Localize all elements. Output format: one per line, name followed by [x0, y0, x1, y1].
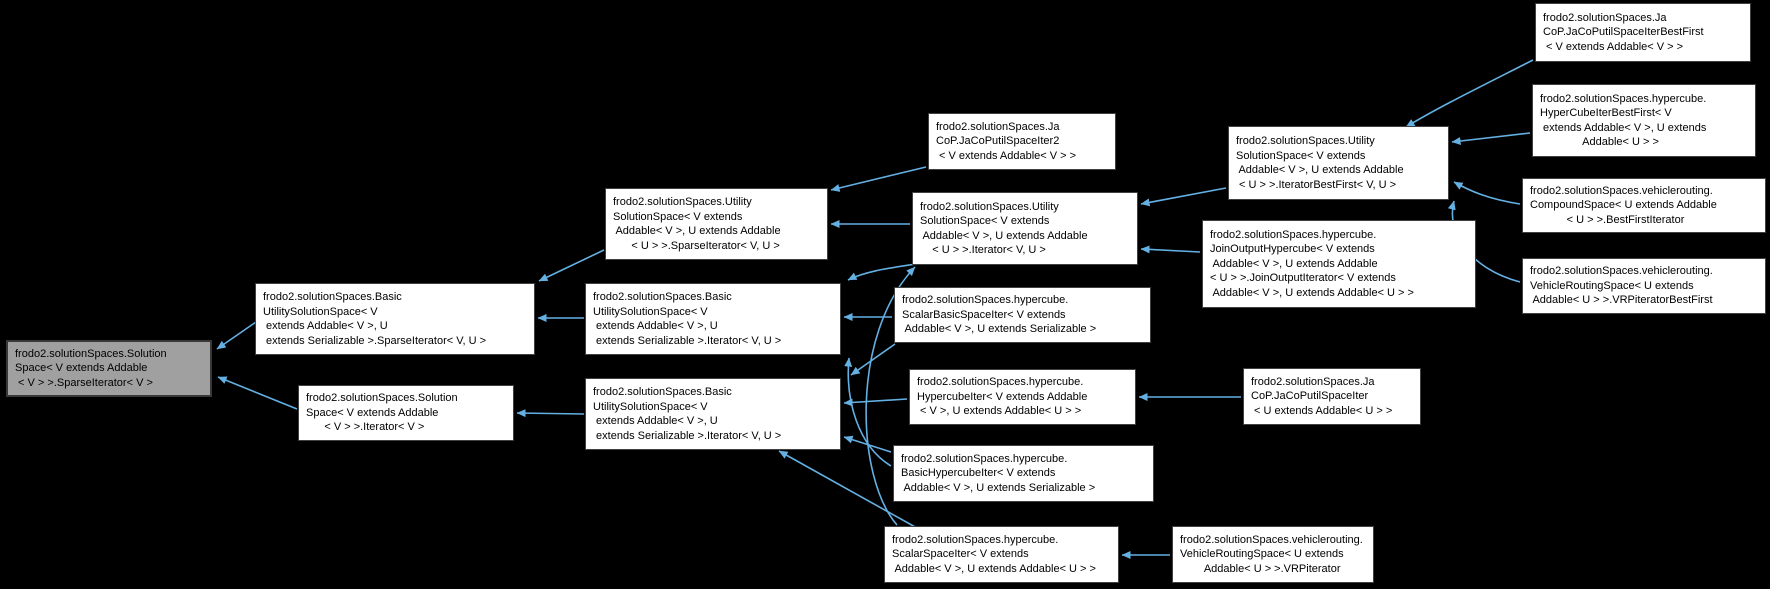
inherits-arrow-basic-utility-sparse-iterator-to-solution-space-sparse-iterator	[216, 321, 257, 350]
class-node-label: frodo2.solutionSpaces.hypercube. ScalarS…	[892, 533, 1096, 575]
inherits-arrow-basic-utility-iterator-2-to-solution-space-iterator	[516, 409, 585, 418]
inherits-arrow-basic-hypercube-iter-to-basic-utility-iterator-1	[844, 357, 892, 467]
class-node-jacop-util-space-iter[interactable]: frodo2.solutionSpaces.Ja CoP.JaCoPutilSp…	[1243, 368, 1421, 425]
class-node-vrp-iterator-best-first[interactable]: frodo2.solutionSpaces.vehiclerouting. Ve…	[1522, 258, 1766, 314]
class-node-utility-iterator[interactable]: frodo2.solutionSpaces.Utility SolutionSp…	[912, 192, 1138, 265]
class-node-label: frodo2.solutionSpaces.hypercube. BasicHy…	[901, 452, 1096, 494]
class-node-label: frodo2.solutionSpaces.hypercube. ScalarB…	[902, 294, 1097, 336]
class-node-label: frodo2.solutionSpaces.Basic UtilitySolut…	[593, 386, 782, 442]
class-node-label: frodo2.solutionSpaces.Ja CoP.JaCoPutilSp…	[1543, 11, 1704, 53]
class-node-label: frodo2.solutionSpaces.Utility SolutionSp…	[613, 196, 781, 252]
class-node-label: frodo2.solutionSpaces.hypercube. HyperCu…	[1540, 92, 1707, 149]
class-node-scalar-space-iter[interactable]: frodo2.solutionSpaces.hypercube. ScalarS…	[884, 526, 1119, 583]
class-node-jacop-util-space-iter-best-first[interactable]: frodo2.solutionSpaces.Ja CoP.JaCoPutilSp…	[1535, 3, 1751, 62]
class-node-label: frodo2.solutionSpaces.vehiclerouting. Ve…	[1180, 533, 1363, 575]
class-node-basic-utility-iterator-2[interactable]: frodo2.solutionSpaces.Basic UtilitySolut…	[585, 378, 841, 450]
inherits-arrow-utility-iterator-to-basic-utility-iterator-1	[847, 263, 917, 281]
class-node-label: frodo2.solutionSpaces.Basic UtilitySolut…	[593, 291, 782, 347]
inherits-arrow-utility-iterator-best-first-to-utility-iterator	[1140, 187, 1227, 207]
inherits-arrow-hypercube-iter-best-first-to-utility-iterator-best-first	[1451, 132, 1531, 145]
class-node-vrp-iterator[interactable]: frodo2.solutionSpaces.vehiclerouting. Ve…	[1172, 526, 1374, 583]
class-node-basic-utility-sparse-iterator[interactable]: frodo2.solutionSpaces.Basic UtilitySolut…	[255, 283, 535, 355]
inherits-arrow-solution-space-iterator-to-solution-space-sparse-iterator	[217, 376, 298, 410]
class-node-label: frodo2.solutionSpaces.hypercube. Hypercu…	[917, 376, 1088, 418]
class-node-hypercube-iter[interactable]: frodo2.solutionSpaces.hypercube. Hypercu…	[909, 369, 1136, 425]
inherits-arrow-join-output-iterator-to-utility-iterator	[1140, 245, 1201, 254]
class-node-label: frodo2.solutionSpaces.Basic UtilitySolut…	[263, 291, 487, 347]
class-node-basic-hypercube-iter[interactable]: frodo2.solutionSpaces.hypercube. BasicHy…	[893, 445, 1154, 502]
class-node-utility-iterator-best-first[interactable]: frodo2.solutionSpaces.Utility SolutionSp…	[1228, 126, 1449, 200]
class-node-jacop-util-space-iter2[interactable]: frodo2.solutionSpaces.Ja CoP.JaCoPutilSp…	[928, 113, 1116, 170]
inherits-arrow-scalar-basic-space-iter-to-basic-utility-iterator-2	[850, 343, 896, 376]
class-node-scalar-basic-space-iter[interactable]: frodo2.solutionSpaces.hypercube. ScalarB…	[894, 287, 1151, 343]
class-node-label: frodo2.solutionSpaces.Solution Space< V …	[306, 392, 458, 434]
class-node-label: frodo2.solutionSpaces.Ja CoP.JaCoPutilSp…	[936, 120, 1077, 162]
class-node-compound-space-best-first-iterator[interactable]: frodo2.solutionSpaces.vehiclerouting. Co…	[1522, 178, 1766, 233]
class-node-label: frodo2.solutionSpaces.Utility SolutionSp…	[920, 200, 1088, 257]
inherits-arrow-jacop-util-space-iter-best-first-to-utility-iterator-best-first	[1405, 59, 1534, 128]
class-node-solution-space-iterator[interactable]: frodo2.solutionSpaces.Solution Space< V …	[298, 385, 514, 441]
class-node-label: frodo2.solutionSpaces.Solution Space< V …	[15, 347, 167, 389]
inherits-arrow-hypercube-iter-to-basic-utility-iterator-2	[843, 398, 908, 407]
class-node-solution-space-sparse-iterator: frodo2.solutionSpaces.Solution Space< V …	[6, 340, 212, 397]
inherits-arrow-jacop-util-space-iter2-to-utility-sparse-iterator	[830, 166, 927, 192]
class-node-basic-utility-iterator-1[interactable]: frodo2.solutionSpaces.Basic UtilitySolut…	[585, 283, 841, 355]
inherits-arrow-utility-sparse-iterator-to-basic-utility-sparse-iterator	[538, 249, 605, 282]
class-node-label: frodo2.solutionSpaces.vehiclerouting. Ve…	[1530, 265, 1713, 307]
class-node-label: frodo2.solutionSpaces.vehiclerouting. Co…	[1530, 184, 1717, 226]
class-node-join-output-iterator[interactable]: frodo2.solutionSpaces.hypercube. JoinOut…	[1202, 220, 1476, 308]
inherits-arrow-scalar-space-iter-to-utility-iterator	[865, 266, 916, 526]
class-node-label: frodo2.solutionSpaces.Ja CoP.JaCoPutilSp…	[1251, 375, 1393, 417]
class-node-utility-sparse-iterator[interactable]: frodo2.solutionSpaces.Utility SolutionSp…	[605, 188, 828, 260]
inherits-arrow-scalar-space-iter-to-basic-utility-iterator-2	[778, 450, 918, 529]
inherits-arrow-compound-space-best-first-iterator-to-utility-iterator-best-first	[1453, 181, 1521, 205]
class-node-label: frodo2.solutionSpaces.hypercube. JoinOut…	[1210, 228, 1414, 299]
class-node-label: frodo2.solutionSpaces.Utility SolutionSp…	[1236, 135, 1404, 191]
class-node-hypercube-iter-best-first[interactable]: frodo2.solutionSpaces.hypercube. HyperCu…	[1532, 84, 1756, 157]
